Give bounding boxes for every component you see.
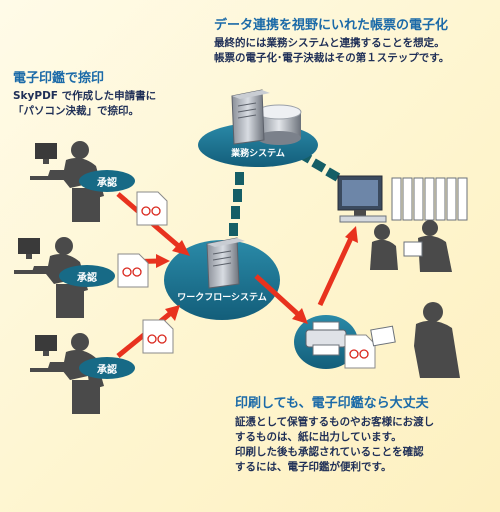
office-computer-icon [337, 175, 387, 223]
top-right-heading: データ連携を視野にいれた帳票の電子化 [214, 18, 449, 33]
server-icon [231, 89, 270, 145]
approval-ellipse-3 [79, 357, 135, 379]
left-heading: 電子印鑑で捺印 [13, 71, 105, 86]
left-line-2: 「パソコン決裁」で捺印。 [13, 105, 139, 117]
top-right-line-1: 最終的には業務システムと連携することを想定。 [214, 37, 445, 49]
printer-icon [305, 321, 347, 356]
document-icon [142, 319, 174, 354]
bottom-right-heading: 印刷しても、電子印鑑なら大丈夫 [235, 396, 429, 411]
server-icon [206, 237, 245, 289]
binder-shelf-icon [391, 177, 468, 221]
document-icon [117, 253, 149, 288]
dashed-connector-left [229, 172, 244, 236]
approval-label-3: 承認 [97, 365, 117, 376]
arrow-to-printer [254, 274, 308, 324]
top-right-line-2: 帳票の電子化･電子決裁はその第１ステップです。 [214, 52, 450, 64]
business-system-label: 業務システム [231, 149, 285, 159]
approval-label-1: 承認 [97, 178, 117, 189]
bottom-right-line-4: するには、電子印鑑が便利です。 [235, 461, 392, 473]
approval-label-2: 承認 [77, 273, 97, 284]
bottom-right-line-1: 証憑として保管するものやお客様にお渡し [235, 416, 435, 428]
person-printer-user [370, 302, 460, 378]
person-office-workers [370, 220, 452, 272]
workflow-system-label: ワークフローシステム [177, 293, 267, 303]
arrow-to-office [317, 226, 358, 307]
document-icon [344, 334, 376, 369]
person-approver-3 [30, 333, 104, 414]
document-icon [136, 191, 168, 226]
bottom-right-line-3: 印刷した後も承認されていることを確認 [235, 446, 424, 458]
approval-ellipse-2 [59, 265, 115, 287]
approval-ellipse-1 [79, 170, 135, 192]
bottom-right-line-2: するものは、紙に出力しています。 [235, 431, 402, 443]
left-line-1: SkyPDF で作成した申請書に [13, 90, 157, 102]
